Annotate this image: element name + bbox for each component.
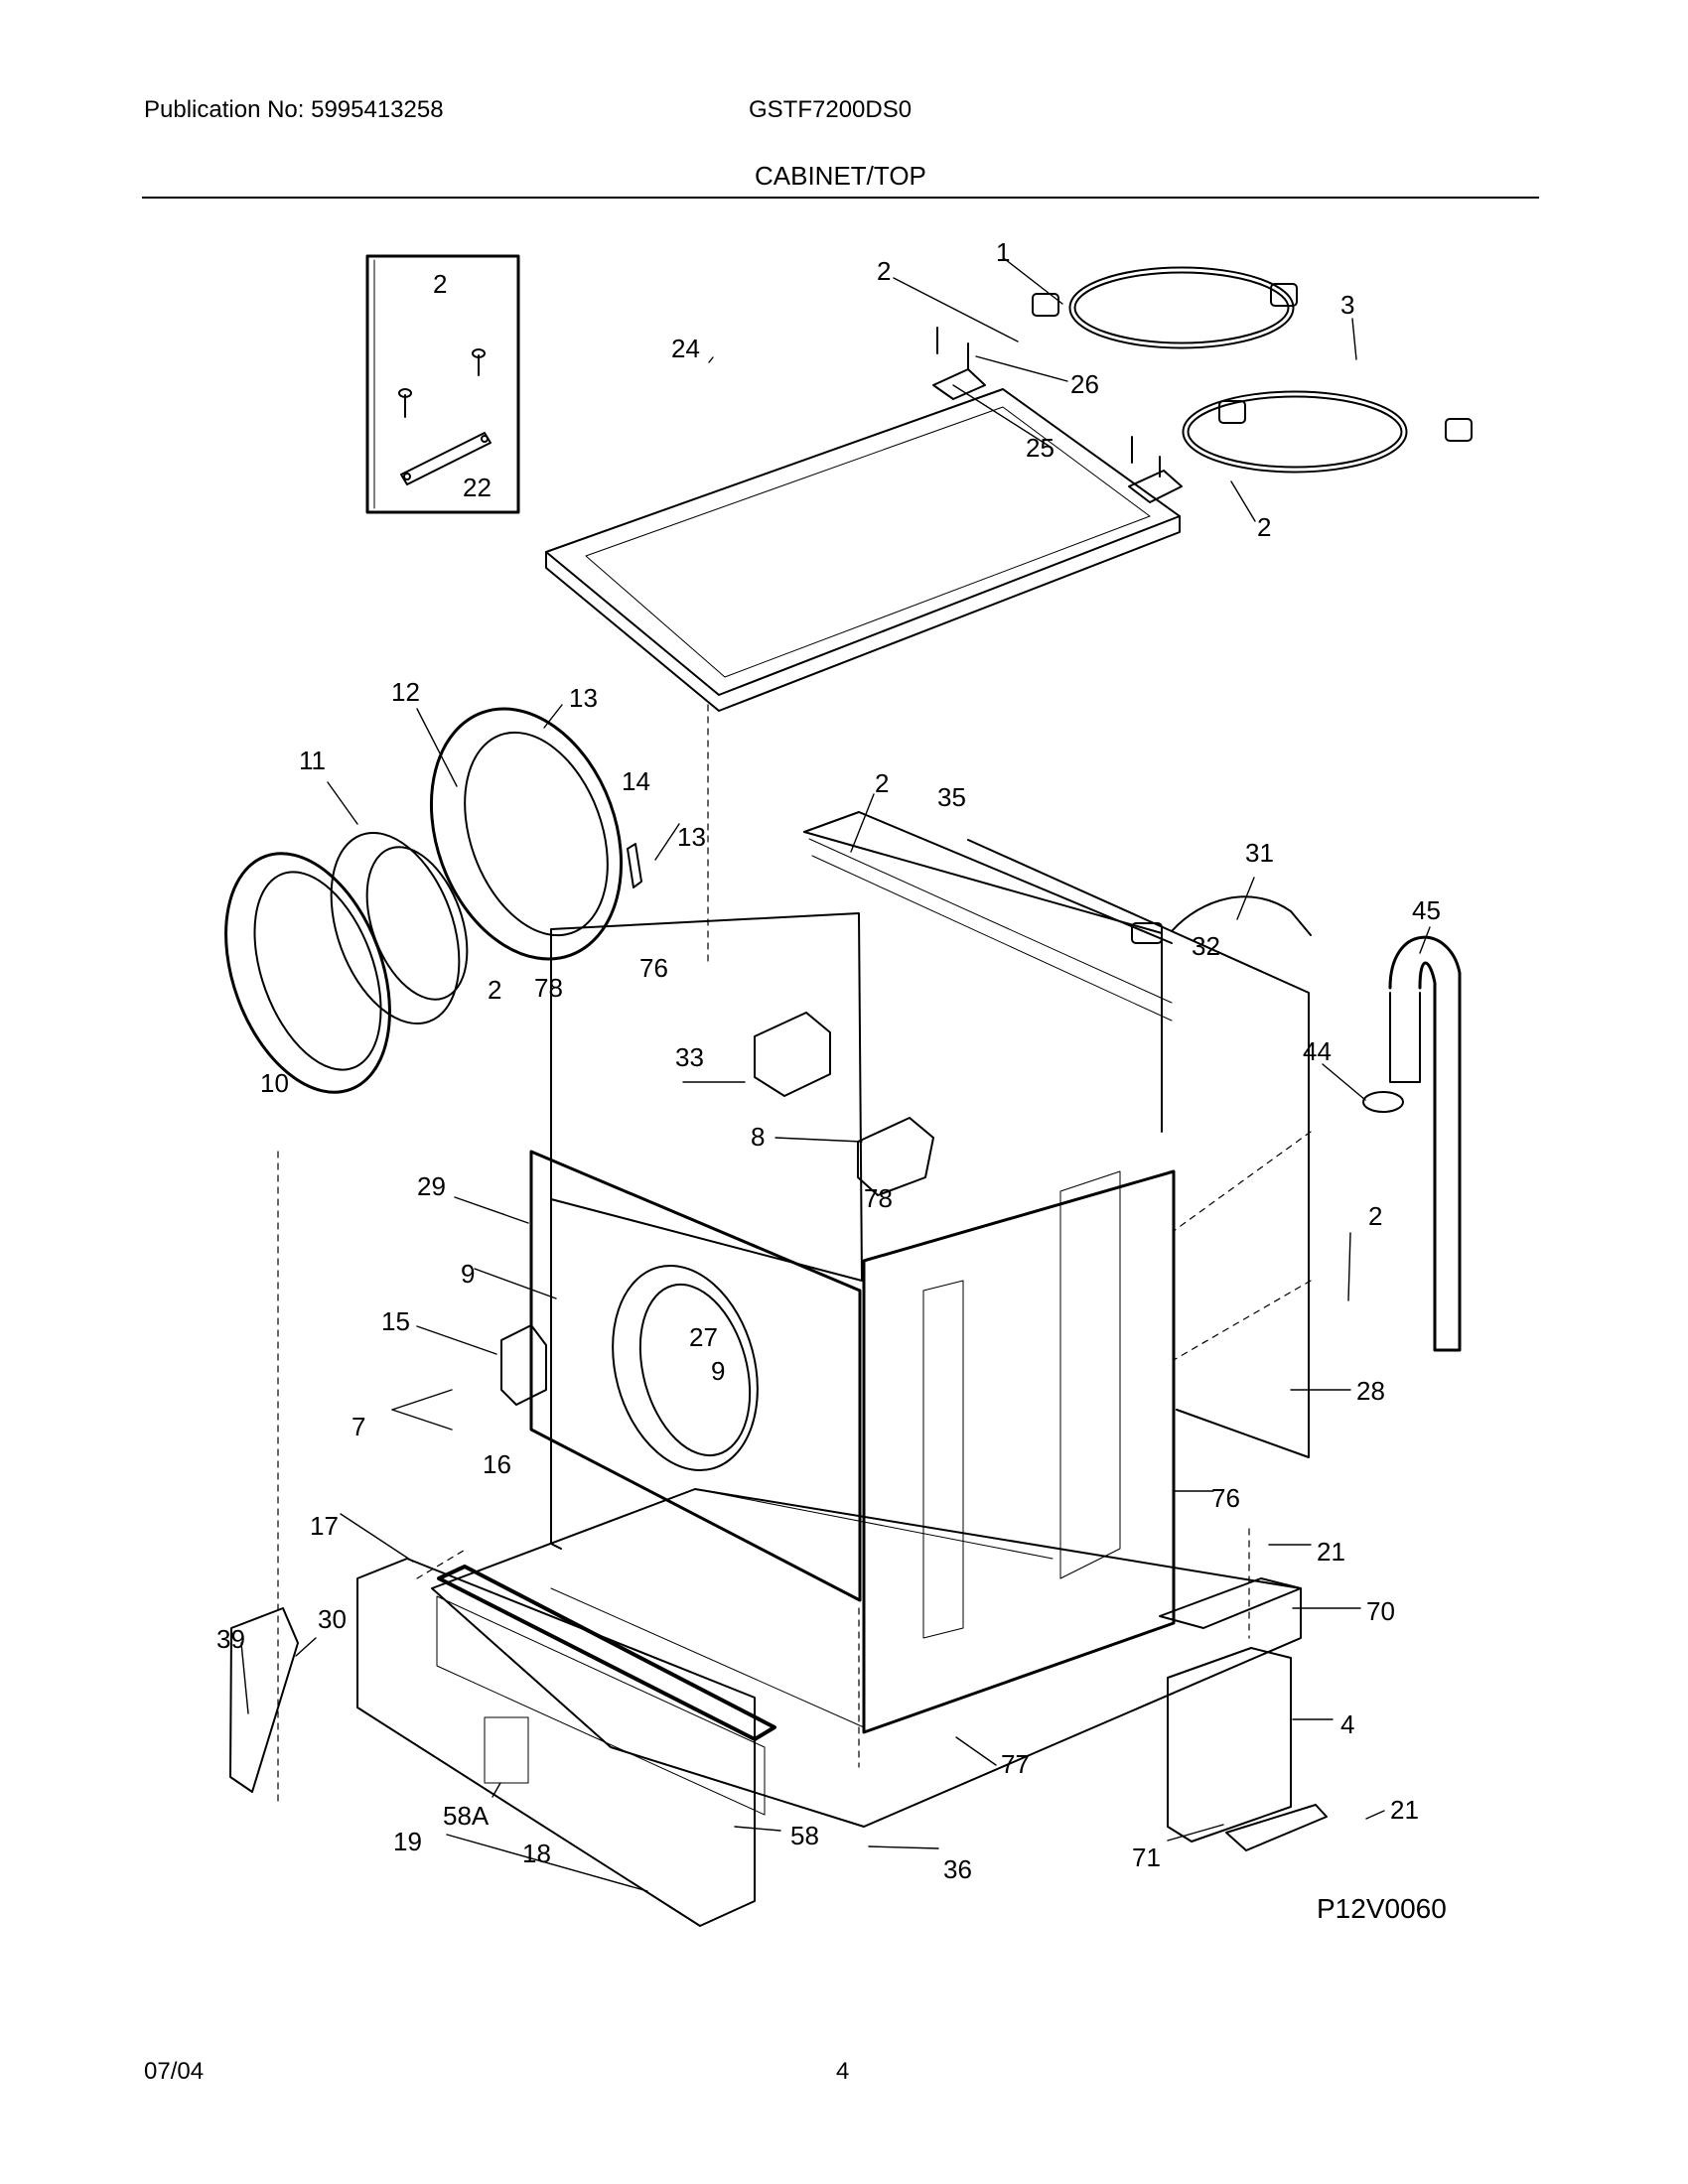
callout-14: 14 bbox=[622, 766, 650, 796]
callout-44: 44 bbox=[1303, 1036, 1332, 1066]
callout-25: 25 bbox=[1026, 433, 1055, 463]
callout-7: 7 bbox=[352, 1412, 365, 1441]
inlet-hoses bbox=[1032, 266, 1473, 474]
callout-58: 58 bbox=[790, 1821, 819, 1850]
callout-1: 1 bbox=[996, 237, 1010, 267]
callout-35: 35 bbox=[937, 782, 966, 812]
callout-3: 3 bbox=[1340, 290, 1354, 320]
callout-13: 13 bbox=[569, 683, 598, 713]
callout-58a: 58A bbox=[443, 1801, 490, 1831]
callout-2c: 2 bbox=[433, 269, 447, 299]
figure-id: P12V0060 bbox=[1317, 1893, 1447, 1924]
callout-29: 29 bbox=[417, 1171, 446, 1201]
callout-78b: 78 bbox=[864, 1183, 893, 1213]
callout-10: 10 bbox=[260, 1068, 289, 1098]
callout-13b: 13 bbox=[677, 822, 706, 852]
callout-2b: 2 bbox=[1257, 512, 1271, 542]
callout-76: 76 bbox=[639, 953, 668, 983]
callout-45: 45 bbox=[1412, 895, 1441, 925]
callout-32: 32 bbox=[1192, 931, 1220, 961]
callout-2d: 2 bbox=[875, 768, 889, 798]
callout-12: 12 bbox=[391, 677, 420, 707]
callout-76b: 76 bbox=[1211, 1483, 1240, 1513]
callout-4: 4 bbox=[1340, 1709, 1354, 1739]
callout-39: 39 bbox=[216, 1624, 245, 1654]
callout-2f: 2 bbox=[1368, 1201, 1382, 1231]
kick-panel bbox=[356, 1558, 776, 1927]
cabinet-panels bbox=[529, 912, 1176, 1734]
callout-70: 70 bbox=[1366, 1596, 1395, 1626]
water-valve-and-lock bbox=[754, 1012, 934, 1196]
cabinet-back-frame bbox=[803, 811, 1310, 1458]
top-brackets bbox=[932, 327, 1183, 503]
callout-22: 22 bbox=[463, 473, 492, 502]
header-rule bbox=[142, 197, 1539, 199]
callout-31: 31 bbox=[1245, 838, 1274, 868]
inset-box-bracket-22 bbox=[365, 254, 520, 514]
callout-33: 33 bbox=[675, 1042, 704, 1072]
callout-9: 9 bbox=[461, 1259, 475, 1289]
callout-24: 24 bbox=[671, 334, 700, 363]
callout-27: 27 bbox=[689, 1322, 718, 1352]
publication-number: Publication No: 5995413258 bbox=[144, 96, 444, 123]
door-hinge-and-strap bbox=[229, 1324, 547, 1793]
callout-30: 30 bbox=[318, 1604, 347, 1634]
callout-71: 71 bbox=[1132, 1843, 1161, 1872]
callout-leaders bbox=[240, 258, 1431, 1892]
callout-21b: 21 bbox=[1390, 1795, 1419, 1825]
callout-19: 19 bbox=[393, 1827, 422, 1856]
control-board bbox=[1159, 1577, 1328, 1851]
callout-8: 8 bbox=[751, 1122, 765, 1152]
callout-26: 26 bbox=[1070, 369, 1099, 399]
cabinet-base bbox=[431, 1488, 1302, 1828]
callout-11: 11 bbox=[299, 746, 326, 775]
section-title: CABINET/TOP bbox=[755, 161, 926, 191]
callout-21: 21 bbox=[1317, 1537, 1345, 1567]
callout-28: 28 bbox=[1356, 1376, 1385, 1406]
callout-9b: 9 bbox=[711, 1356, 725, 1386]
callout-17: 17 bbox=[310, 1511, 339, 1541]
callout-78: 78 bbox=[534, 973, 563, 1003]
door-assembly bbox=[224, 707, 642, 1094]
callout-18: 18 bbox=[522, 1839, 551, 1868]
callout-2: 2 bbox=[877, 256, 891, 286]
callout-36: 36 bbox=[943, 1854, 972, 1884]
callout-15: 15 bbox=[381, 1306, 410, 1336]
callout-2e: 2 bbox=[488, 975, 501, 1005]
drain-hose-and-cord bbox=[1131, 895, 1462, 1352]
assembly-guides bbox=[277, 704, 1312, 1808]
callout-77: 77 bbox=[1001, 1749, 1030, 1779]
model-number: GSTF7200DS0 bbox=[749, 96, 913, 123]
footer-date: 07/04 bbox=[144, 2058, 205, 2085]
callout-16: 16 bbox=[483, 1449, 511, 1479]
callout-numbers: 1 2 3 24 26 25 2 2 22 12 13 11 14 13 2 3… bbox=[216, 237, 1441, 1884]
top-panel bbox=[545, 388, 1181, 712]
page-number: 4 bbox=[836, 2058, 850, 2085]
